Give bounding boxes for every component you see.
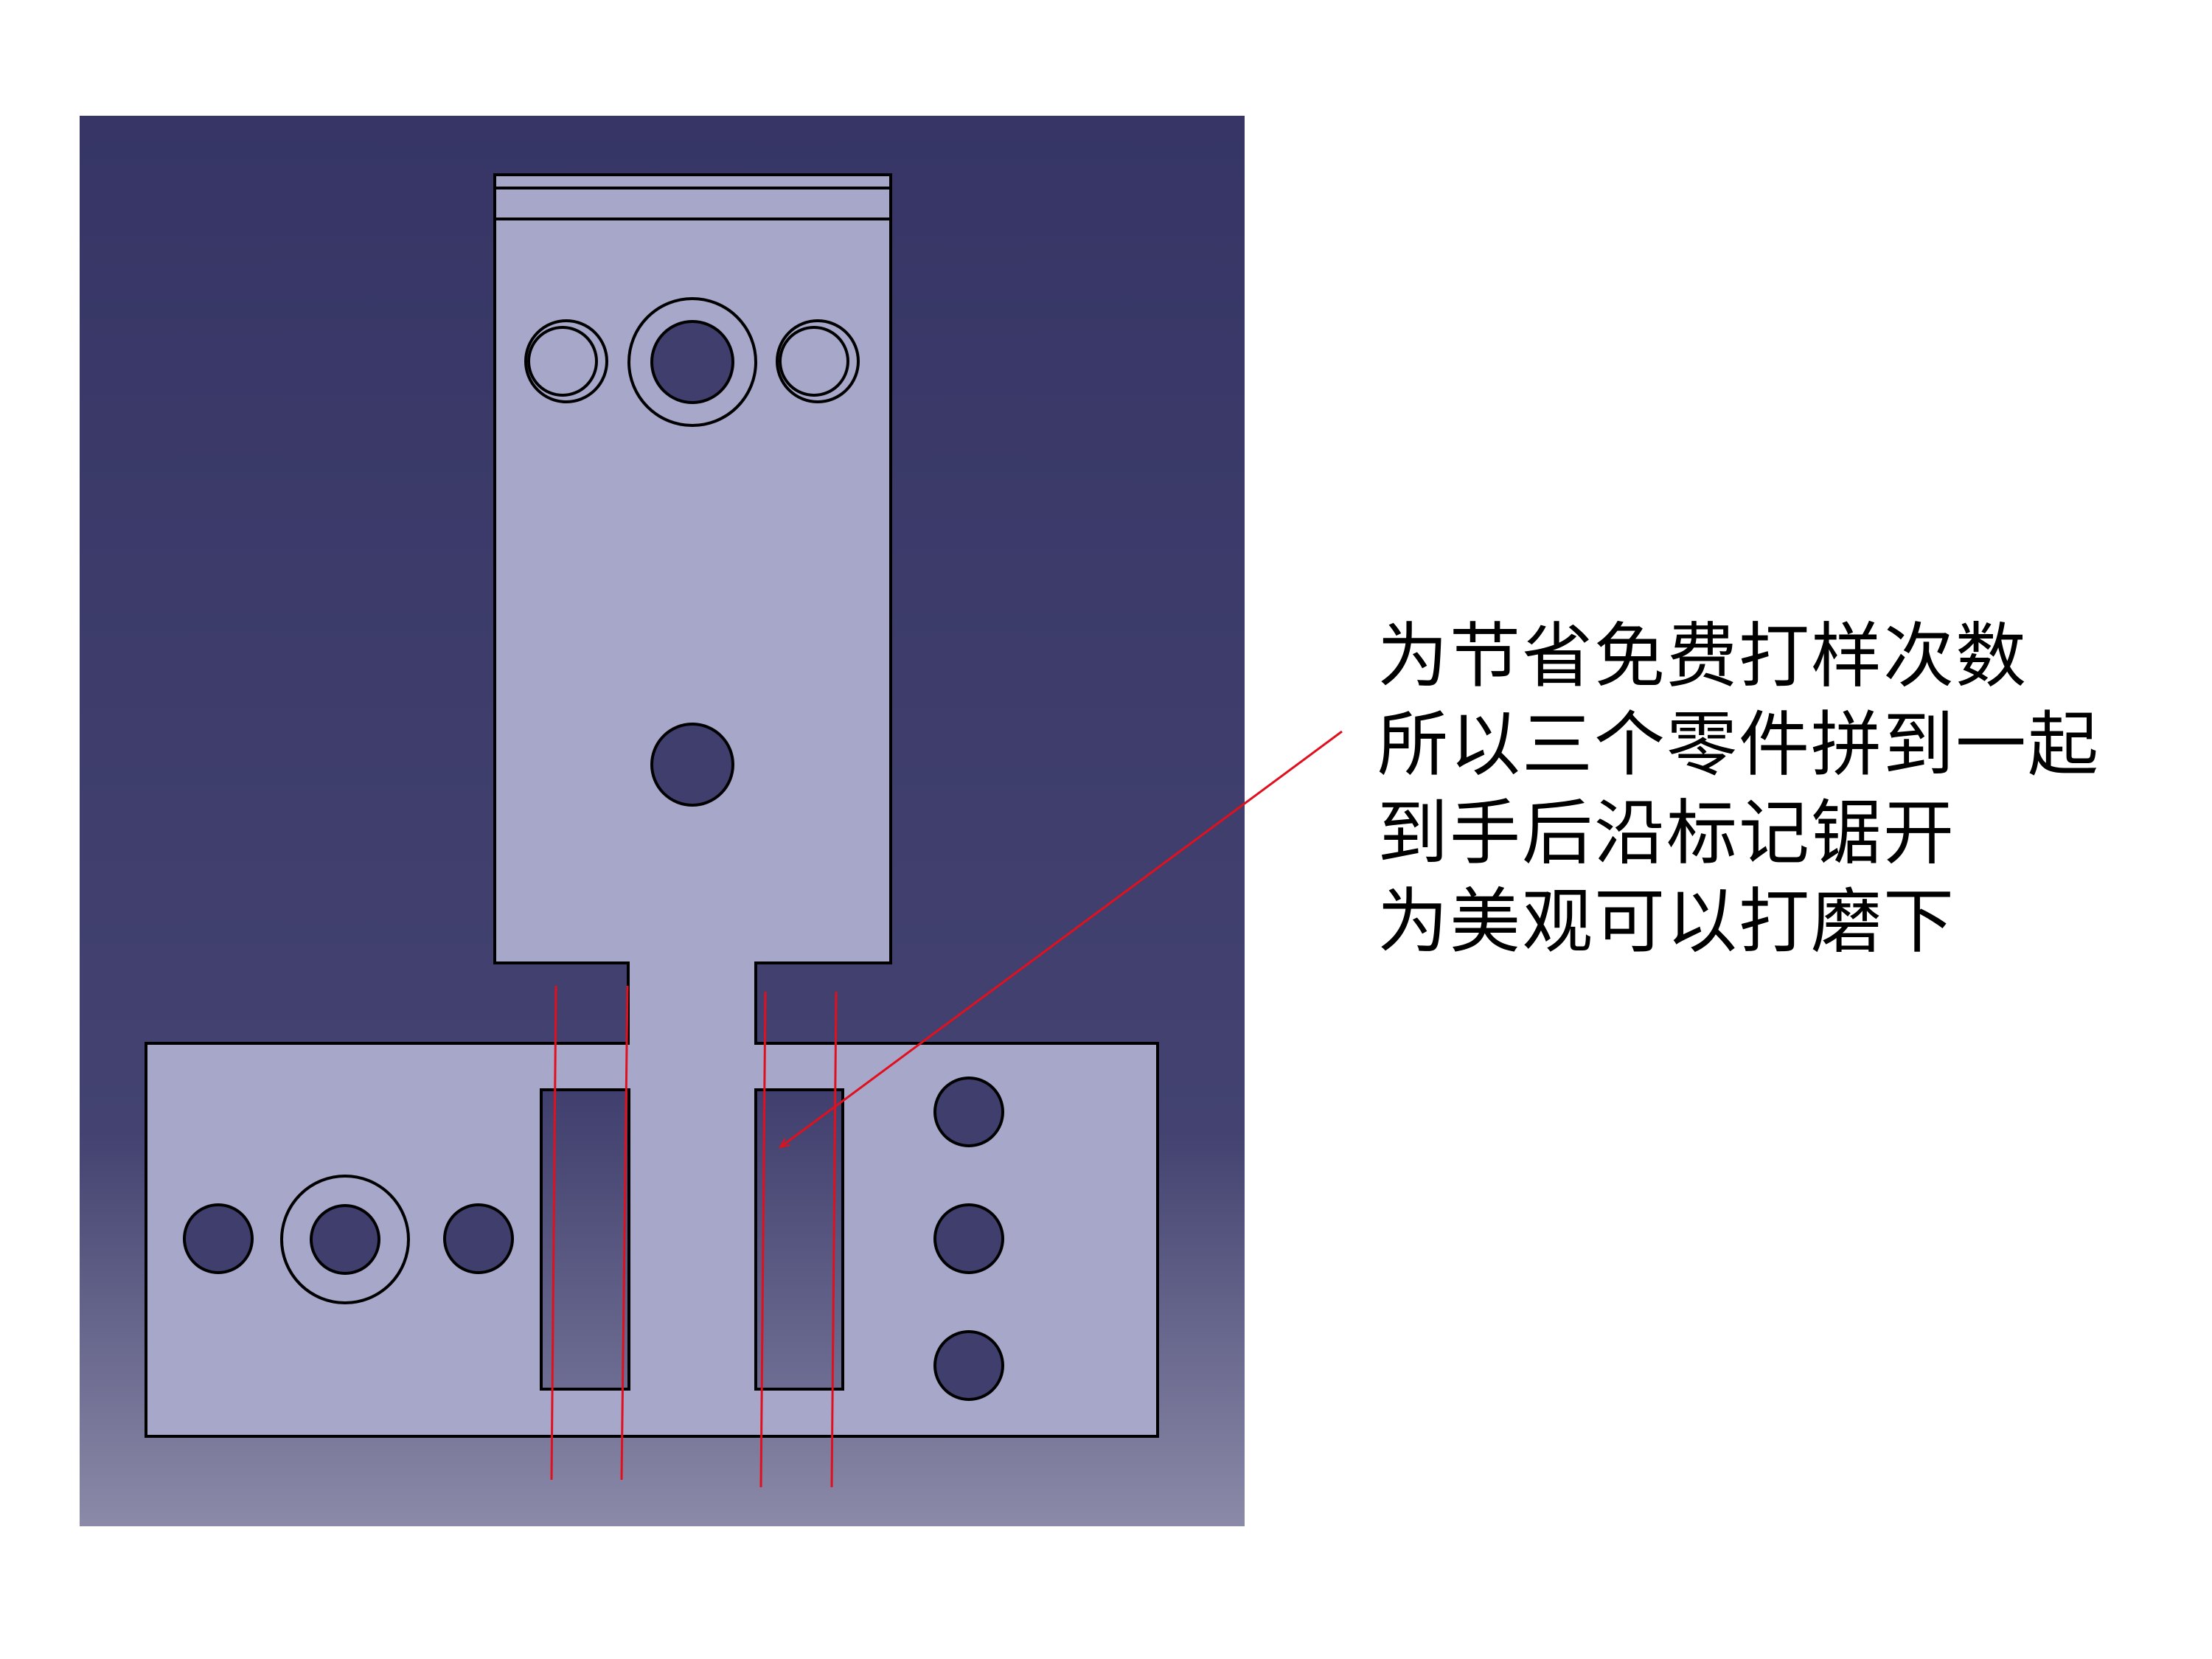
through-hole-center (650, 723, 734, 807)
bottom-plate-holes (183, 1077, 1004, 1401)
combined-part-outline (145, 173, 1159, 1438)
annotation-note: 为节省免费打样次数 所以三个零件拼到一起 到手后沿标记锯开 为美观可以打磨下 (1377, 612, 2188, 966)
countersunk-hole-right-inner (779, 326, 849, 397)
cut-line-2 (620, 985, 629, 1481)
bottom-hole-right-3 (933, 1330, 1004, 1401)
cut-line-4 (830, 991, 838, 1488)
countersunk-hole-left-outer (524, 319, 608, 403)
annotation-line-4: 为美观可以打磨下 (1377, 880, 1955, 963)
annotation-arrow (780, 730, 1343, 1147)
countersunk-hole-left-inner (527, 326, 598, 397)
bottom-hole-left (183, 1203, 254, 1274)
annotation-line-2: 所以三个零件拼到一起 (1377, 703, 2100, 786)
countersunk-hole-right-outer (776, 319, 860, 403)
annotation-line-3: 到手后沿标记锯开 (1377, 792, 1955, 874)
cut-line-3 (759, 991, 767, 1488)
bottom-counterbore-outer (280, 1175, 410, 1304)
bottom-counterbore-inner (310, 1204, 380, 1275)
top-plate-holes (524, 297, 860, 807)
counterbore-hole-inner (650, 320, 734, 404)
counterbore-hole-outer (627, 297, 757, 427)
bottom-hole-middle (443, 1203, 514, 1274)
slot-left (540, 1088, 630, 1391)
annotation-line-1: 为节省免费打样次数 (1377, 615, 2028, 698)
slot-right (754, 1088, 844, 1391)
bottom-hole-right-1 (933, 1077, 1004, 1147)
bottom-hole-right-2 (933, 1203, 1004, 1274)
cut-line-1 (550, 985, 557, 1481)
cut-marks (550, 985, 838, 1488)
